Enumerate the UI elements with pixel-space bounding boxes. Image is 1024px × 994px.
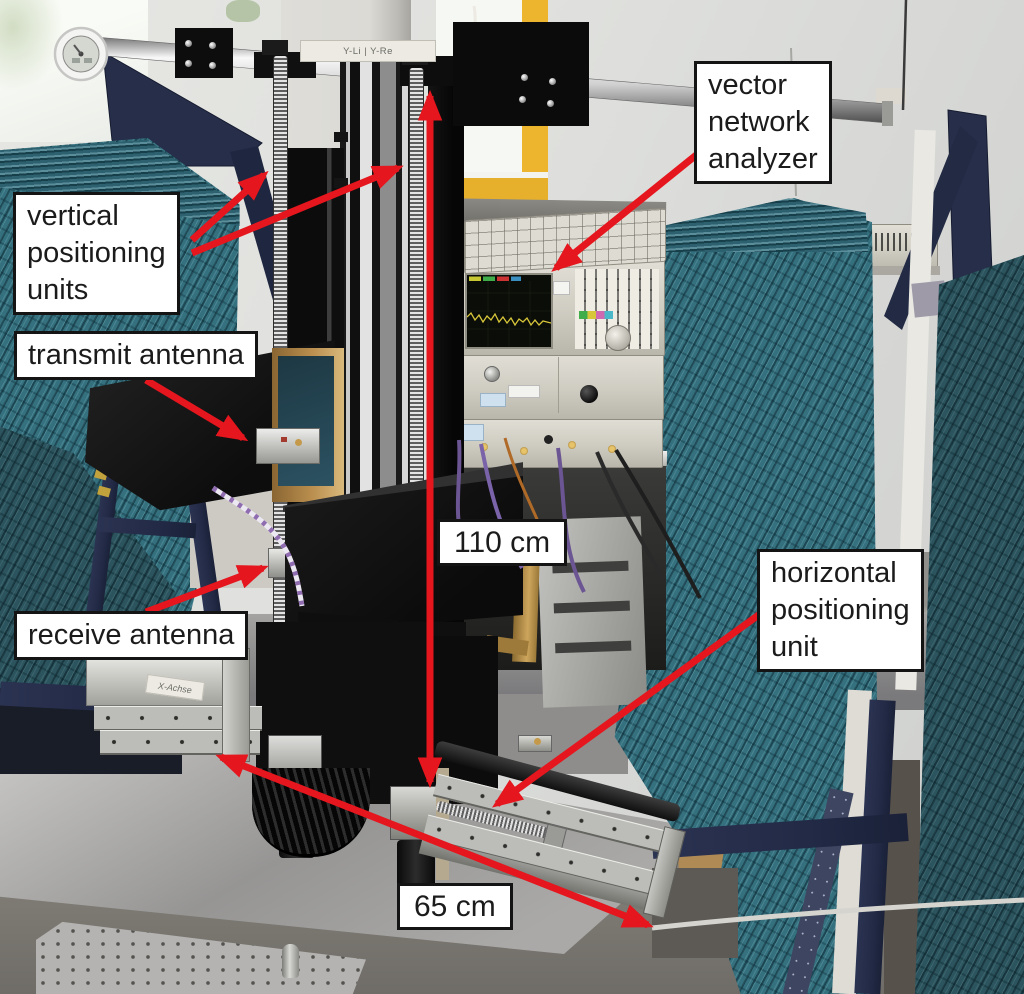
arrow-vertical-unit-1: [189, 170, 269, 243]
callout-vna: vector network analyzer: [694, 61, 832, 184]
carriage-label-text: Y-Li | Y-Re: [343, 45, 393, 57]
arrow-vertical-unit-2: [190, 164, 404, 257]
rotary-knob: [605, 325, 631, 351]
vna-unit-middle: [449, 352, 664, 420]
dial-gauge: [53, 26, 109, 82]
clamp-brass-screw: [534, 738, 541, 745]
rod-top-nub: [262, 40, 288, 55]
feed-pin: [295, 439, 302, 446]
sma-connector: [520, 447, 528, 455]
screen-note-sticker: [553, 281, 570, 295]
arrow-transmit: [144, 376, 249, 442]
floor-cable: [651, 897, 1024, 931]
vna-screen: [465, 273, 553, 349]
red-annotation-arrows: [144, 89, 763, 929]
mount-plate-top-left: [175, 28, 233, 78]
carriage-label-strip: Y-Li | Y-Re: [300, 40, 436, 62]
metal-plumb-bob: [282, 944, 299, 978]
tree-glimpse-2: [226, 0, 260, 22]
module-divider: [558, 357, 559, 413]
callout-transmit-antenna: transmit antenna: [14, 331, 259, 380]
transmit-feed-bracket: [256, 428, 320, 464]
vna-unit-top: [452, 258, 665, 356]
arrow-vna: [551, 149, 703, 272]
sma-connector: [480, 443, 488, 451]
sma-connector: [568, 441, 576, 449]
callout-vertical-units: vertical positioning units: [13, 192, 180, 315]
rail-sensor-tab: [334, 178, 348, 188]
callout-horizontal-unit: horizontal positioning unit: [757, 549, 924, 672]
mount-plate-top-right: [453, 22, 589, 126]
arrow-horizontal-unit: [492, 611, 763, 808]
sticker-blue: [480, 393, 506, 407]
small-knob: [544, 435, 553, 444]
horizontal-rail-left: [86, 648, 264, 762]
screw-icon: [547, 100, 554, 107]
screw-icon: [209, 62, 216, 69]
sticker-white: [508, 385, 540, 398]
equipment-cables: [211, 437, 1024, 931]
tree-glimpse: [0, 0, 64, 92]
measure-label-110cm: 110 cm: [437, 519, 568, 566]
sma-connector: [608, 445, 616, 453]
horn-aperture: [278, 356, 334, 486]
arrow-receive: [144, 564, 269, 616]
vna-keypad: [575, 269, 659, 349]
bar-end-cap: [882, 101, 893, 126]
screw-icon: [519, 96, 526, 103]
measure-label-65cm: 65 cm: [397, 883, 513, 930]
striped-antenna-cable: [211, 485, 305, 607]
absorber-panel-far-right: [915, 255, 1024, 994]
screw-icon: [521, 74, 528, 81]
feed-component: [281, 437, 287, 442]
horn-antenna: [272, 348, 344, 502]
n-connector: [484, 366, 500, 382]
callout-receive-antenna: receive antenna: [14, 611, 249, 660]
hanging-cable-black: [901, 0, 908, 111]
shelf-strip: [846, 266, 940, 275]
big-black-knob: [580, 385, 598, 403]
screw-icon: [185, 40, 192, 47]
screw-icon: [209, 42, 216, 49]
screw-icon: [185, 60, 192, 67]
colored-keys: [579, 311, 613, 319]
screw-icon: [549, 78, 556, 85]
vna-trace-plot: [467, 275, 551, 347]
measure-arrow-65cm: [215, 753, 654, 929]
rail-sensor-tab: [334, 132, 348, 142]
